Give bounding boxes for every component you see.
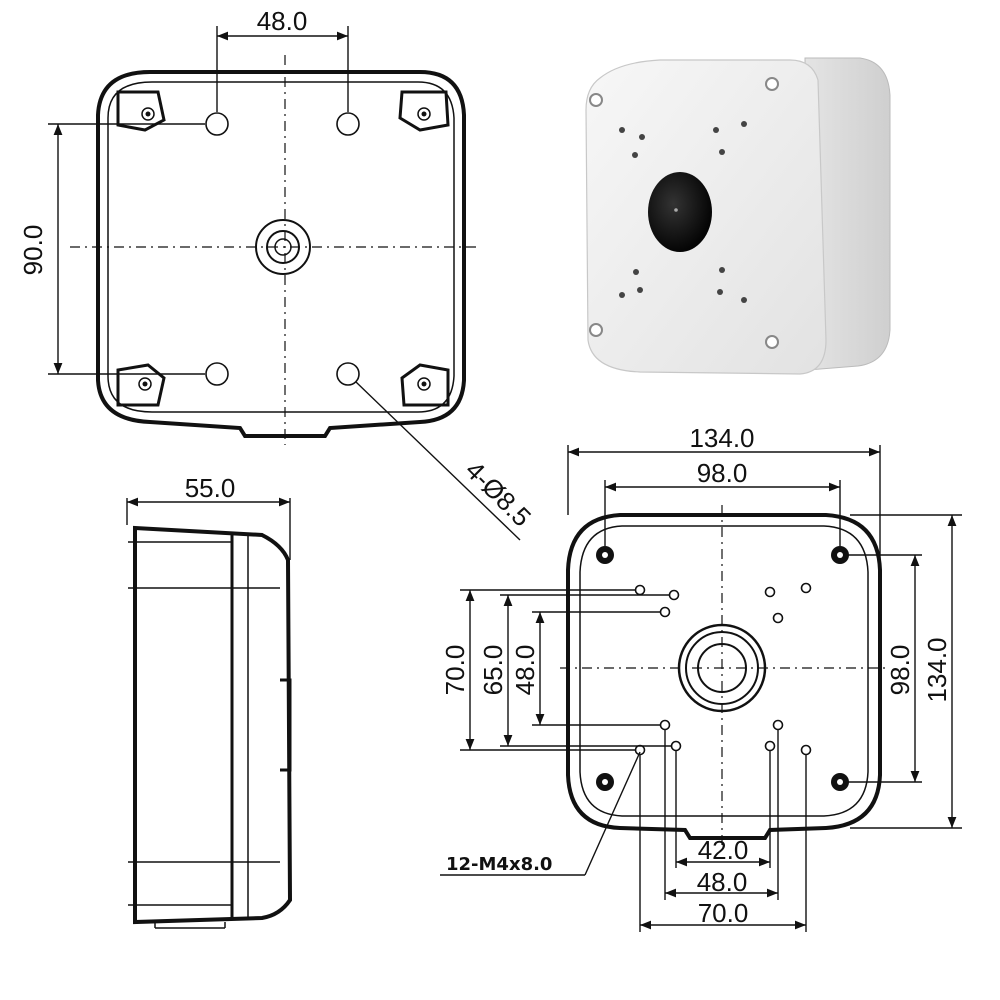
dim-bottom-48-h: 48.0 <box>697 867 748 897</box>
top-view-outline <box>96 70 466 438</box>
thread-callout: 12-M4x8.0 <box>446 854 552 875</box>
threaded-holes <box>634 582 812 756</box>
dim-bottom-65-v: 65.0 <box>478 645 508 696</box>
corner-pocket-br <box>400 363 450 407</box>
top-view-inner-outline <box>107 81 455 413</box>
corner-pocket-tl <box>116 90 166 132</box>
dim-bottom-70-h: 70.0 <box>698 898 749 928</box>
cable-port-icon <box>648 172 712 252</box>
corner-pocket-bl <box>116 363 166 407</box>
bottom-view-outline <box>566 513 882 840</box>
dim-top-90: 90.0 <box>18 225 48 276</box>
side-view: 55.0 <box>126 473 293 929</box>
corner-pocket-tr <box>398 90 450 132</box>
top-view: 48.0 90.0 4-Ø8.5 <box>18 6 537 541</box>
mount-hole-4 <box>336 362 360 386</box>
dim-bottom-48-v: 48.0 <box>510 645 540 696</box>
mount-hole-3 <box>205 362 229 386</box>
dim-bottom-134-h: 134.0 <box>689 423 754 453</box>
center-screw <box>255 219 311 275</box>
bottom-view: 134.0 98.0 134.0 98.0 70.0 65.0 48.0 42.… <box>440 423 962 932</box>
side-view-outline <box>133 525 293 925</box>
cable-gland <box>677 623 767 713</box>
dim-bottom-42-h: 42.0 <box>698 835 749 865</box>
dim-bottom-98-v: 98.0 <box>885 645 915 696</box>
product-render <box>585 57 891 375</box>
dim-bottom-98-h: 98.0 <box>697 458 748 488</box>
dim-bottom-70-v: 70.0 <box>440 645 470 696</box>
mount-hole-2 <box>336 112 360 136</box>
dim-bottom-134-v: 134.0 <box>922 637 952 702</box>
dim-top-48: 48.0 <box>257 6 308 36</box>
mount-hole-1 <box>205 112 229 136</box>
hole-callout-leader <box>355 381 521 541</box>
dim-side-55: 55.0 <box>185 473 236 503</box>
